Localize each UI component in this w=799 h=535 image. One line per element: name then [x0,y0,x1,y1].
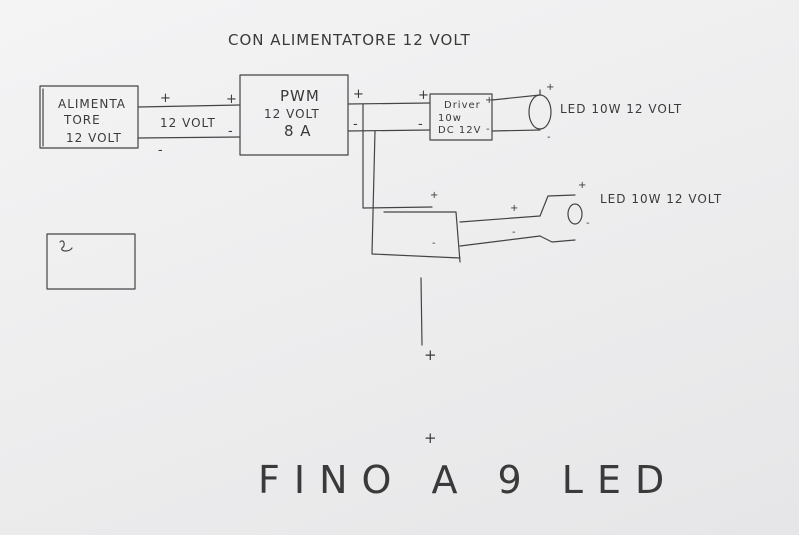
bottom-caption: FINO A 9 LED [258,458,678,502]
driver1-output-minus-sign: - [486,124,491,135]
diagram-title: CON ALIMENTATORE 12 VOLT [228,31,471,49]
power-supply-label-line1: ALIMENTA [58,97,126,111]
power-supply-label-line2: TORE [63,113,101,127]
wire-pwm-positive [347,102,431,105]
led-1-label: LED 10W 12 VOLT [560,102,682,116]
led-2-symbol [567,203,583,225]
pwm-box [239,74,349,156]
driver2-input-plus-sign: + [430,190,439,201]
wire-led2-positive-a [459,215,541,223]
driver2-output-minus-sign: - [512,227,517,238]
power-supply-box [39,85,139,149]
led-2-label: LED 10W 12 VOLT [600,192,722,206]
driver2-output-plus-sign: + [510,203,519,214]
power-supply-label-line3: 12 VOLT [66,131,122,145]
driver-box-1 [429,93,493,141]
led-1-symbol [528,94,552,130]
wire-led1-negative [491,129,541,132]
wire-led2-negative-a [459,235,541,247]
wire-led2-negative-b [539,235,576,243]
wire-psu-negative [137,136,241,139]
wire-continuation [420,277,423,346]
pwm-output-plus-sign: + [353,87,365,102]
driver2-input-minus-sign: - [432,238,437,249]
driver1-output-plus-sign: + [485,95,494,106]
pwm-label-line1: PWM [280,87,320,105]
wire-led2-positive-b [539,194,576,217]
pwm-label-line2: 12 VOLT [264,107,320,121]
wire-branch-positive [362,103,433,209]
pwm-output-minus-sign: - [353,117,359,132]
led1-minus-sign: - [547,132,552,143]
driver1-input-minus-sign: - [418,117,424,132]
driver-box-2 [383,211,461,263]
pwm-input-minus-sign: - [228,124,234,139]
wire-psu-positive [137,104,241,108]
wire-branch-negative [371,130,461,259]
wire-pwm-negative [347,129,431,132]
pwm-label-line3: 8 A [284,122,312,140]
driver1-input-plus-sign: + [418,88,430,103]
small-box-scribble [59,240,73,252]
psu-wire-plus-sign: + [160,91,172,106]
continuation-plus-sign: + [424,346,438,364]
pwm-input-plus-sign: + [226,92,238,107]
led2-minus-sign: - [586,218,591,229]
led1-plus-sign: + [546,82,555,93]
driver1-label-line2: 10w [438,113,462,124]
small-box [46,233,136,290]
psu-wire-minus-sign: - [158,143,164,158]
continuation-plus-sign-2: + [424,429,438,447]
driver1-label-line3: DC 12V [438,125,481,136]
psu-voltage-label: 12 VOLT [160,116,216,130]
led2-plus-sign: + [578,180,587,191]
driver1-label-line1: Driver [444,100,481,111]
